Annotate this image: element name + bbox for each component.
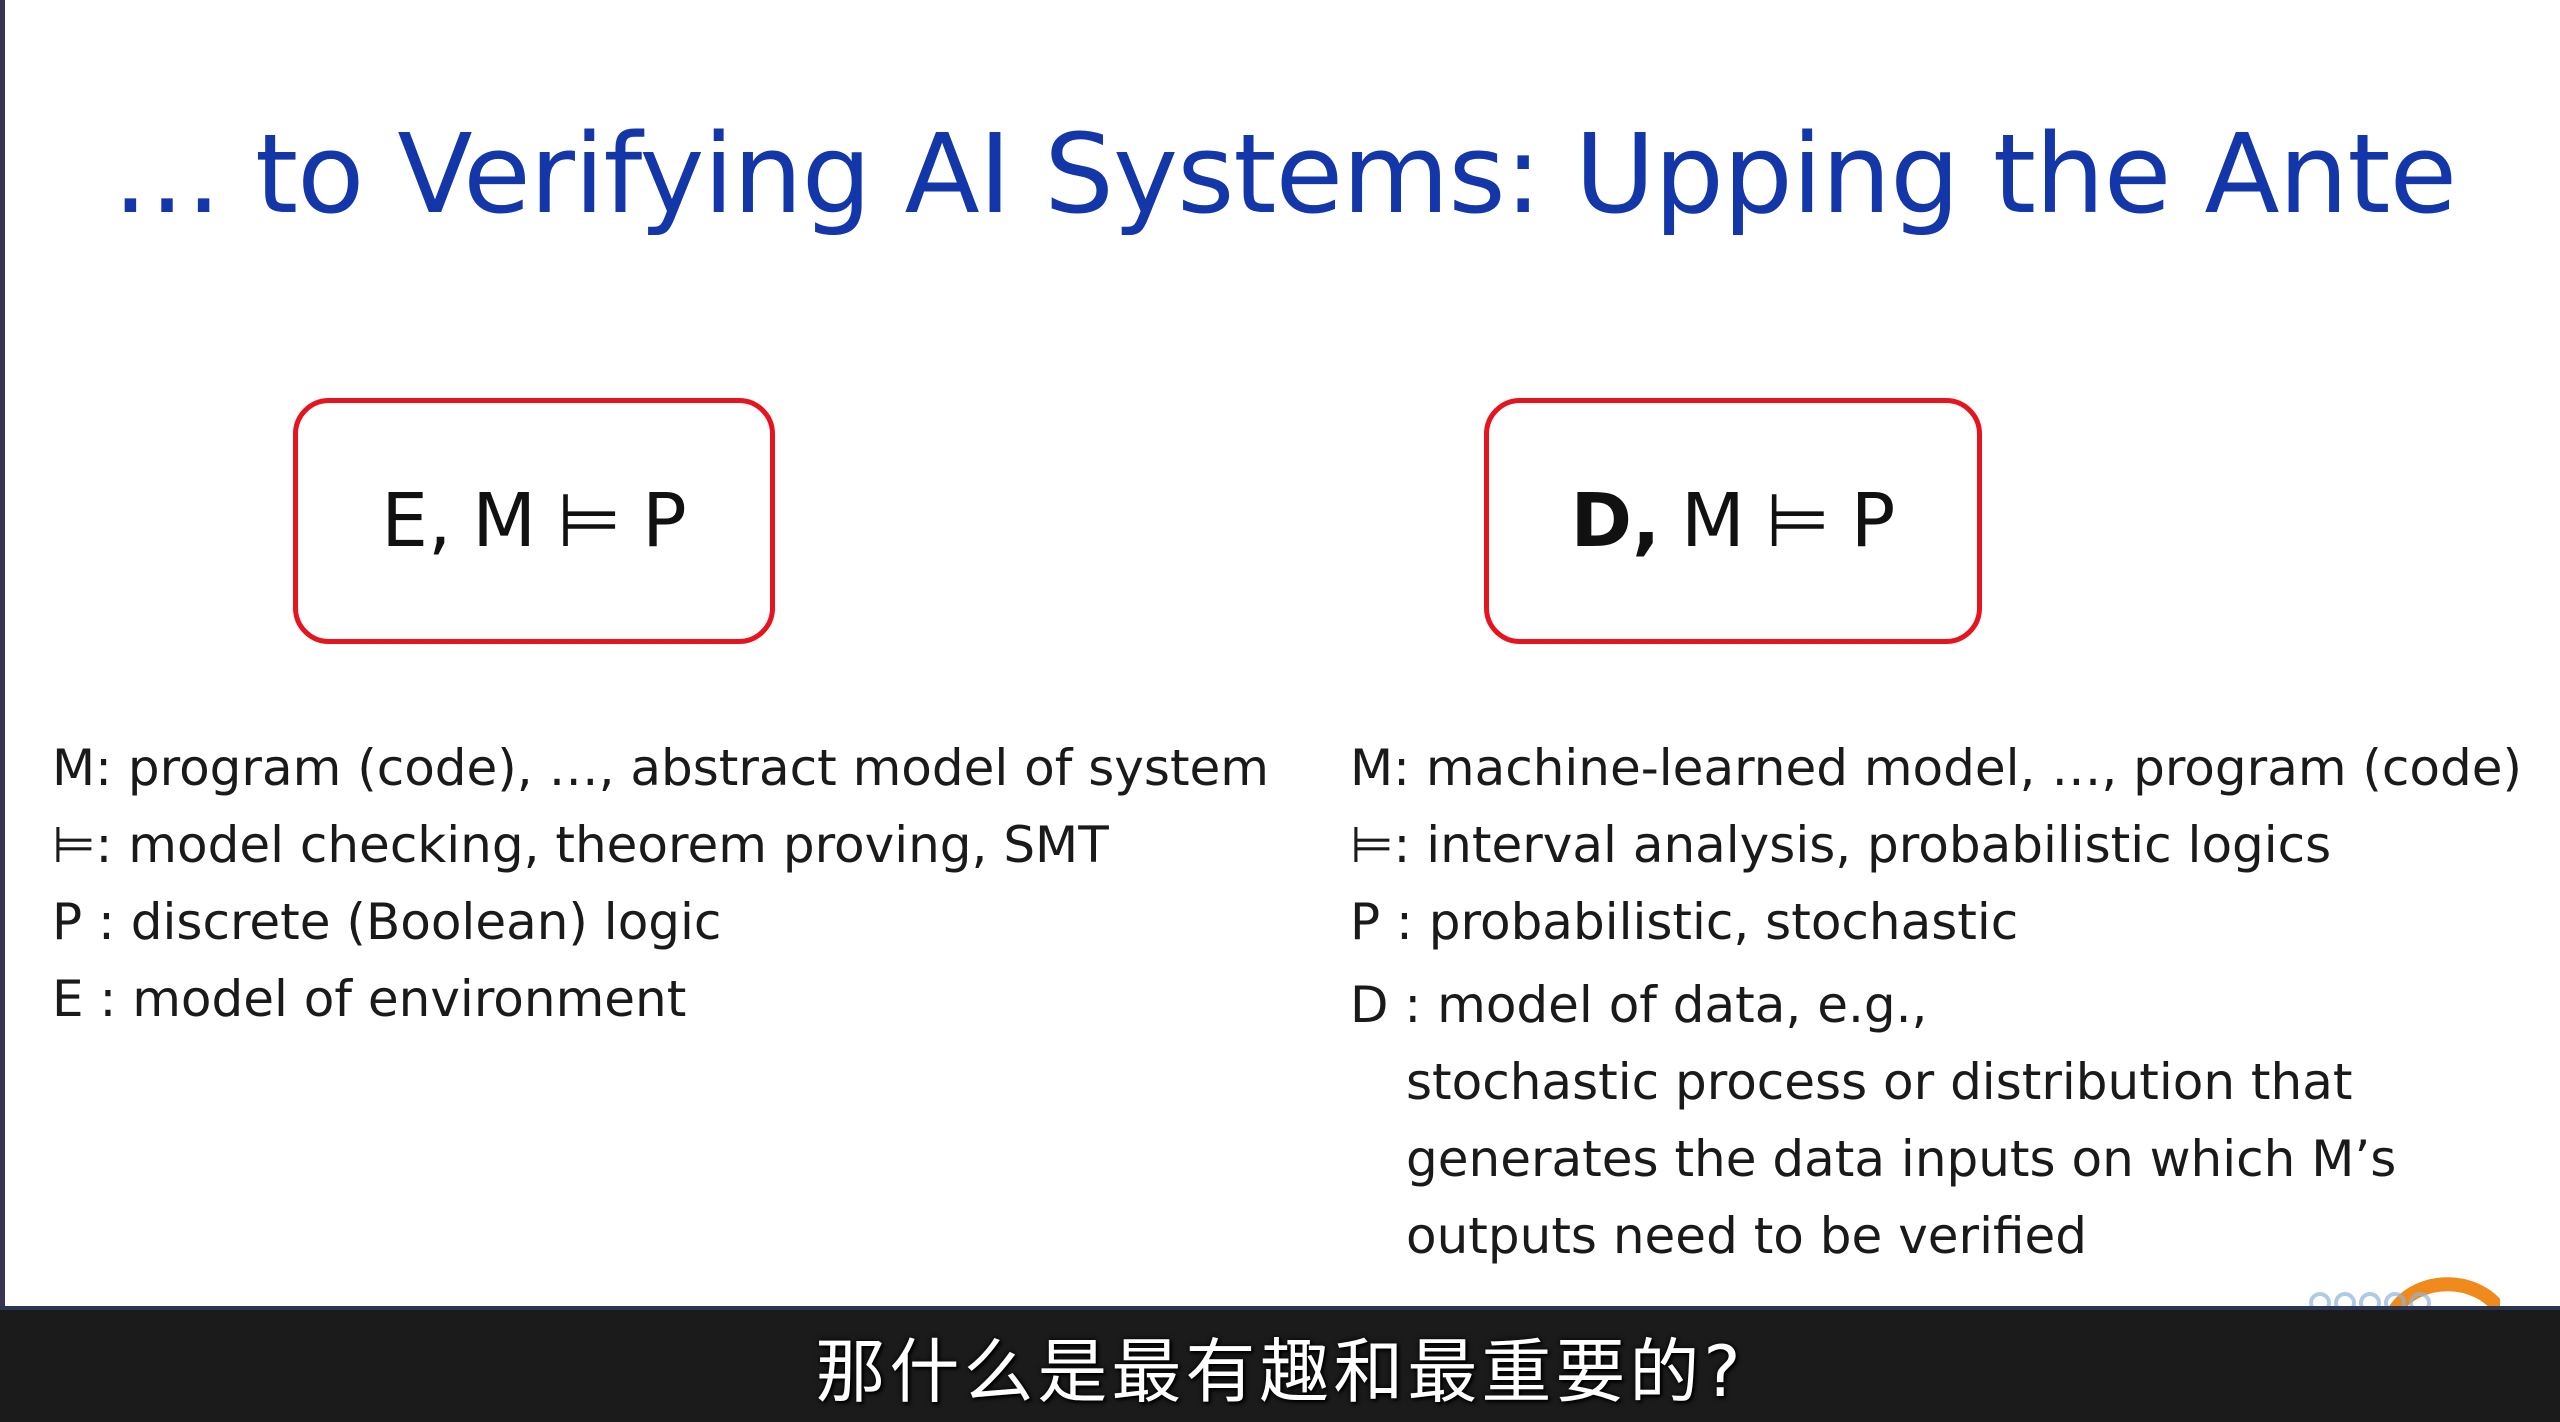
formula-d: D,: [1570, 478, 1661, 564]
formula-p: P: [1850, 478, 1896, 564]
definitions-left: M: program (code), …, abstract model of …: [52, 730, 1269, 1038]
definition-line: P : discrete (Boolean) logic: [52, 893, 722, 951]
definition-line: M: machine-learned model, …, program (co…: [1350, 739, 2523, 797]
formula-p: P: [642, 478, 687, 564]
slide-bottom-border: [0, 1306, 2560, 1310]
formula-models-symbol: ⊨: [556, 478, 622, 564]
formula-e: E,: [381, 478, 452, 564]
definition-line: ⊨: model checking, theorem proving, SMT: [52, 816, 1109, 874]
definition-line: generates the data inputs on which M’s: [1406, 1130, 2397, 1188]
definition-line: E : model of environment: [52, 970, 687, 1028]
slide: … to Verifying AI Systems: Upping the An…: [0, 0, 2560, 1310]
definition-line: P : probabilistic, stochastic: [1350, 893, 2019, 951]
formula-m: M: [472, 478, 537, 564]
subtitle-text: 那什么是最有趣和最重要的?: [815, 1330, 1745, 1413]
subtitle-bar: 那什么是最有趣和最重要的?: [0, 1310, 2560, 1422]
slide-title: … to Verifying AI Systems: Upping the An…: [112, 110, 2457, 238]
formula-m: M: [1680, 478, 1745, 564]
definition-line: outputs need to be verified: [1406, 1207, 2087, 1265]
logo-icon: [2309, 1277, 2500, 1310]
formula-box-left: E, M ⊨ P: [293, 398, 775, 644]
formula-models-symbol: ⊨: [1765, 478, 1830, 564]
definition-line: D : model of data, e.g.,: [1350, 976, 1928, 1034]
definition-line: M: program (code), …, abstract model of …: [52, 739, 1270, 797]
definitions-right: M: machine-learned model, …, program (co…: [1350, 730, 2522, 1275]
slide-edge: [0, 0, 5, 1310]
definition-line: ⊨: interval analysis, probabilistic logi…: [1350, 816, 2332, 874]
formula-box-right: D, M ⊨ P: [1484, 398, 1982, 644]
definition-line: stochastic process or distribution that: [1406, 1053, 2353, 1111]
